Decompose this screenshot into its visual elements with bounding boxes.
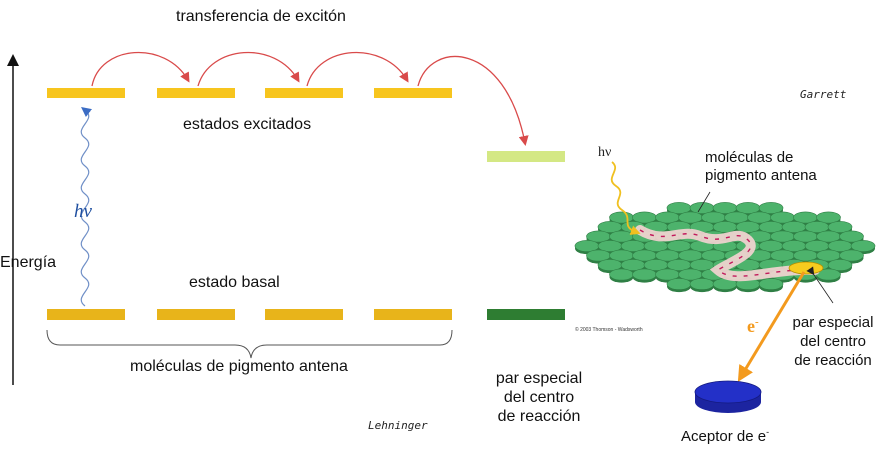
rc-label-right: par especial del centro de reacción [776, 313, 890, 370]
acceptor-label-text: Aceptor de e [681, 428, 767, 445]
rc-excited-level [487, 151, 565, 162]
photon-squiggle-right [610, 161, 641, 235]
rc-label-left: par especial del centro de reacción [486, 369, 592, 426]
excited-level-4 [374, 88, 452, 98]
pigment-disc [827, 221, 853, 233]
copyright-note: © 2003 Thomson - Wadsworth [575, 327, 643, 333]
antenna-molecules-label: moléculas de pigmento antena [130, 358, 348, 375]
transfer-arrow-4 [417, 56, 529, 146]
pigment-disc [839, 249, 864, 262]
rc-ground-level [487, 309, 565, 320]
rc-label-right-line-1: par especial [792, 314, 874, 331]
pigment-disc [850, 240, 876, 252]
ground-level-3 [265, 309, 343, 320]
transfer-arrow-1 [91, 51, 190, 87]
photon-wave [80, 106, 93, 307]
rc-label-right-line-2: del centro [800, 333, 866, 350]
ground-state-label: estado basal [189, 274, 280, 291]
rc-pointer [806, 266, 834, 304]
exciton-path-arrows [639, 229, 816, 277]
excited-level-2 [157, 88, 235, 98]
source-garrett: Garrett [800, 88, 847, 101]
photon-label-right: hν [598, 145, 612, 160]
electron-label: e- [747, 316, 759, 336]
photon-label: hν [74, 201, 92, 222]
antenna-pointer [697, 191, 711, 213]
excited-states-label: estados excitados [183, 116, 312, 133]
antenna-brace [46, 329, 453, 359]
antenna-pigment-label-line-2: pigmento antena [705, 167, 817, 184]
ground-level-1 [47, 309, 125, 320]
excited-level-3 [265, 88, 343, 98]
pigment-disc [666, 278, 692, 290]
antenna-pigment-label-line-1: moléculas de [705, 149, 794, 166]
pigment-disc [816, 211, 841, 224]
reaction-center-disc [788, 261, 824, 275]
transfer-arrow-2 [197, 51, 300, 87]
energy-axis-label: Energía [0, 254, 57, 271]
excited-level-1 [47, 88, 125, 98]
transfer-arrow-3 [306, 51, 409, 87]
electron-label-text: e [747, 316, 755, 336]
antenna-pigment-label: moléculas de pigmento antena [705, 149, 817, 185]
rc-label-left-line-3: de reacción [497, 408, 581, 425]
pigment-disc [827, 259, 853, 271]
ground-level-4 [374, 309, 452, 320]
pigment-disc [609, 268, 634, 281]
pigment-disc [689, 278, 715, 290]
electron-arrow [737, 271, 806, 382]
rc-label-right-line-3: de reacción [794, 352, 872, 369]
rc-label-left-line-2: del centro [503, 389, 575, 406]
ground-level-2 [157, 309, 235, 320]
pigment-disc [632, 268, 657, 281]
pigment-disc [758, 278, 784, 290]
source-lehninger: Lehninger [368, 419, 428, 432]
rc-label-left-line-1: par especial [495, 370, 583, 387]
pigment-disc [758, 202, 784, 214]
exciton-transfer-title: transferencia de excitón [176, 8, 346, 25]
acceptor-top [694, 380, 762, 404]
pigment-disc [839, 230, 864, 243]
acceptor-label: Aceptor de e- [681, 427, 770, 445]
